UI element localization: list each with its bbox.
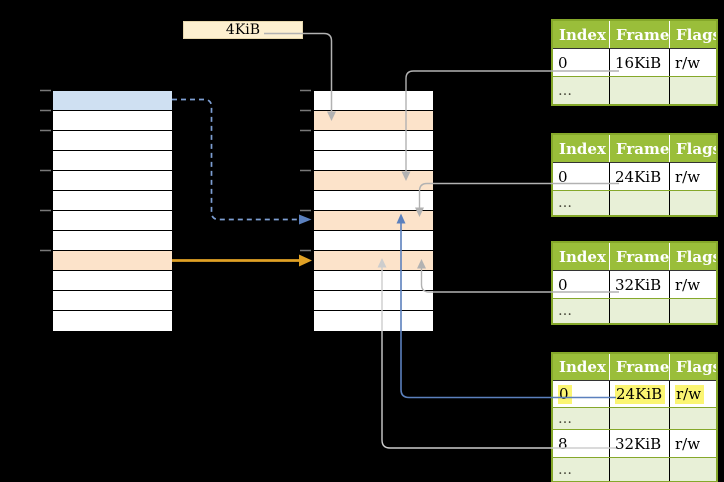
virtual-orange-to-physical-arrow: [172, 254, 312, 267]
index-cell: 0: [558, 275, 568, 294]
virtual-memory-table: [52, 90, 173, 332]
table-row-ellipsis: …: [553, 299, 716, 323]
table-row: 0 16KiB r/w: [553, 49, 716, 77]
index-cell: …: [558, 410, 572, 427]
physical-address-ticks: [300, 89, 311, 252]
memory-row: [53, 111, 172, 131]
memory-row: [53, 251, 172, 271]
column-header-index: Index: [559, 139, 606, 158]
flags-cell: r/w: [669, 430, 716, 457]
table-row-ellipsis: …: [553, 458, 716, 481]
index-cell: 0: [558, 53, 568, 72]
memory-row: [314, 251, 433, 271]
memory-row: [314, 151, 433, 171]
index-cell: …: [558, 303, 572, 319]
page-table-2: Index Frame Flags 0 24KiB r/w …: [551, 133, 718, 217]
memory-row: [314, 171, 433, 191]
page-table-2-header: Index Frame Flags: [553, 135, 716, 163]
flags-cell: r/w: [669, 163, 716, 190]
column-header-index: Index: [559, 25, 606, 44]
page-table-4: Index Frame Flags 0 24KiB r/w … 8 32KiB …: [551, 352, 718, 482]
memory-row: [53, 271, 172, 291]
index-cell: 0: [558, 167, 568, 186]
page-table-3-header: Index Frame Flags: [553, 243, 716, 271]
physical-memory-table: [313, 90, 434, 332]
memory-row: [314, 291, 433, 311]
flags-cell: [669, 77, 716, 104]
table-row: 0 24KiB r/w: [553, 163, 716, 191]
column-header-frame: Frame: [609, 243, 669, 270]
table-row: 8 32KiB r/w: [553, 430, 716, 458]
frame-cell: [609, 77, 669, 104]
memory-row: [314, 131, 433, 151]
index-cell: …: [558, 82, 572, 99]
index-cell: …: [558, 461, 572, 478]
memory-row: [53, 291, 172, 311]
table-row: 0 32KiB r/w: [553, 271, 716, 299]
flags-cell: r/w: [669, 271, 716, 298]
column-header-flags: Flags: [669, 135, 716, 162]
flags-cell: [669, 299, 716, 323]
memory-row: [314, 311, 433, 331]
column-header-index: Index: [559, 358, 606, 376]
memory-row: [53, 231, 172, 251]
table-row-ellipsis: …: [553, 408, 716, 430]
frame-cell: [609, 191, 669, 215]
page-table-3: Index Frame Flags 0 32KiB r/w …: [551, 241, 718, 325]
memory-row: [53, 171, 172, 191]
flags-cell: [669, 458, 716, 481]
memory-row: [53, 311, 172, 331]
highlighted-value: r/w: [675, 384, 705, 404]
column-header-flags: Flags: [669, 21, 716, 48]
page-table-1-header: Index Frame Flags: [553, 21, 716, 49]
column-header-flags: Flags: [669, 354, 716, 380]
virtual-address-ticks: [40, 89, 51, 252]
frame-cell: 24KiB: [609, 381, 669, 407]
memory-row: [53, 131, 172, 151]
column-header-frame: Frame: [609, 135, 669, 162]
memory-row: [314, 271, 433, 291]
column-header-frame: Frame: [609, 354, 669, 380]
column-header-index: Index: [559, 247, 606, 266]
memory-row: [314, 231, 433, 251]
memory-row: [53, 151, 172, 171]
memory-row: [53, 91, 172, 111]
flags-cell: [669, 408, 716, 429]
table-row-ellipsis: …: [553, 191, 716, 215]
page-table-4-header: Index Frame Flags: [553, 354, 716, 381]
frame-cell: 24KiB: [609, 163, 669, 190]
flags-cell: [669, 191, 716, 215]
memory-row: [53, 211, 172, 231]
frame-cell: 16KiB: [609, 49, 669, 76]
table-row-highlighted: 0 24KiB r/w: [553, 381, 716, 408]
frame-cell: [609, 299, 669, 323]
index-cell: 8: [558, 434, 568, 453]
index-cell: …: [558, 195, 572, 211]
index-cell: 0: [553, 381, 609, 407]
frame-cell: [609, 458, 669, 481]
column-header-flags: Flags: [669, 243, 716, 270]
memory-row: [53, 191, 172, 211]
table-row-ellipsis: …: [553, 77, 716, 104]
memory-row: [314, 191, 433, 211]
frame-cell: 32KiB: [609, 271, 669, 298]
virtual-blue-to-physical-arrow: [172, 98, 312, 225]
page-size-label: 4KiB: [183, 21, 303, 39]
flags-cell: r/w: [669, 49, 716, 76]
memory-row: [314, 211, 433, 231]
column-header-frame: Frame: [609, 21, 669, 48]
highlighted-value: 0: [558, 384, 572, 404]
frame-cell: [609, 408, 669, 429]
memory-row: [314, 91, 433, 111]
flags-cell: r/w: [669, 381, 716, 407]
highlighted-value: 24KiB: [615, 384, 666, 404]
frame-cell: 32KiB: [609, 430, 669, 457]
memory-row: [314, 111, 433, 131]
page-table-1: Index Frame Flags 0 16KiB r/w …: [551, 19, 718, 106]
